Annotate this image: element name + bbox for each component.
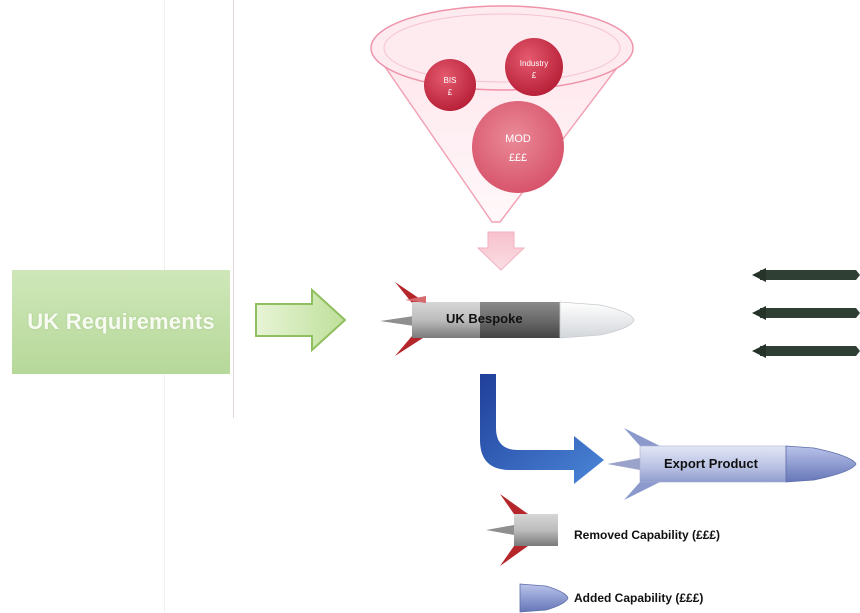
bubble-mod: MOD £££	[472, 101, 564, 193]
bubble-industry: Industry £	[505, 38, 563, 96]
added-capability-label: Added Capability (£££)	[574, 591, 704, 605]
right-missile-2	[752, 306, 860, 320]
divider-line-pink	[233, 0, 234, 418]
added-capability-icon	[519, 583, 569, 613]
uk-requirements-label: UK Requirements	[27, 309, 215, 334]
bubble-mod-line2: £££	[509, 152, 527, 164]
removed-capability-label: Removed Capability (£££)	[574, 528, 721, 542]
export-missile	[607, 428, 857, 500]
bubble-industry-line2: £	[532, 71, 537, 80]
uk-requirements-box: UK Requirements	[12, 270, 230, 374]
uk-bespoke-label: UK Bespoke	[446, 311, 523, 326]
bubble-bis-line2: £	[448, 88, 453, 97]
funnel-down-arrow	[476, 231, 526, 271]
bubble-industry-line1: Industry	[520, 59, 548, 68]
bubble-bis: BIS £	[424, 59, 476, 111]
bubble-mod-line1: MOD	[505, 133, 531, 145]
removed-capability-icon	[486, 494, 558, 566]
requirements-arrow	[255, 287, 347, 353]
uk-bespoke-missile	[380, 282, 635, 356]
bubble-bis-line1: BIS	[444, 76, 457, 85]
export-curved-arrow	[480, 374, 604, 484]
export-product-label: Export Product	[664, 456, 758, 471]
right-missile-1	[752, 268, 860, 282]
right-missile-3	[752, 344, 860, 358]
